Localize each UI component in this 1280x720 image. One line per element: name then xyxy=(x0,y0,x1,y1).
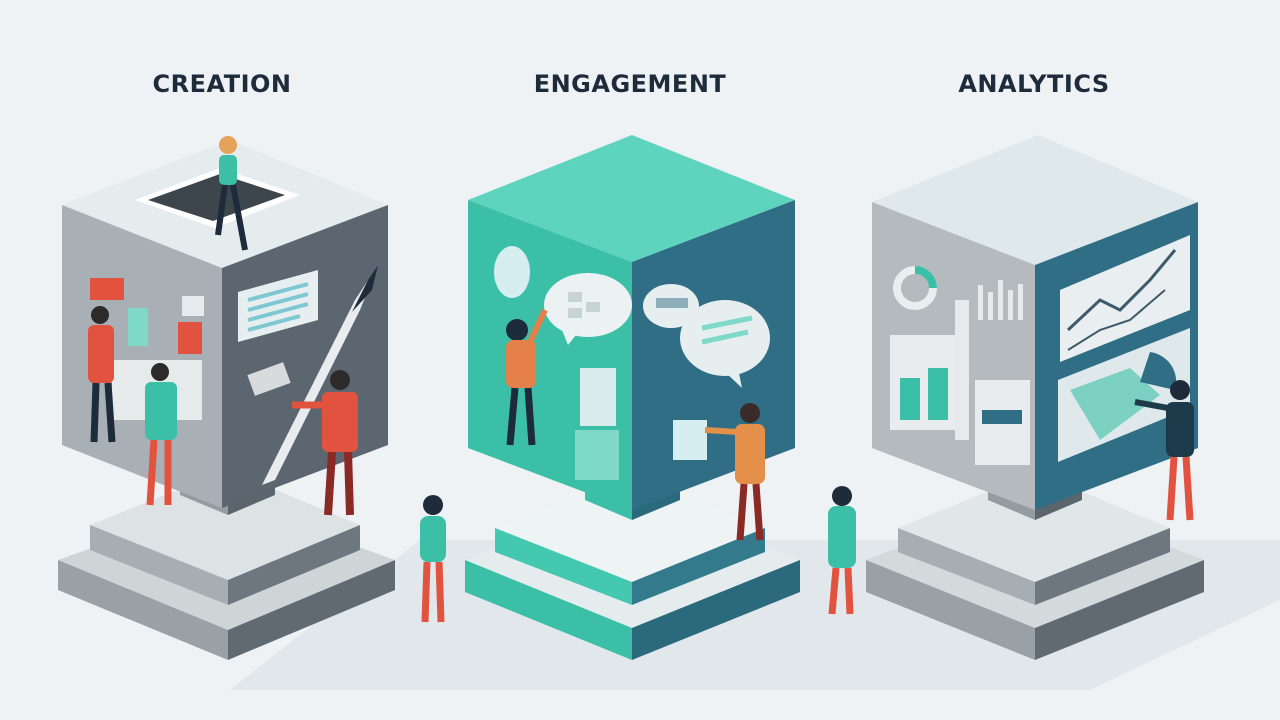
map-chart-icon xyxy=(1058,328,1190,462)
pillar-analytics xyxy=(866,135,1204,660)
message-bubble-icon xyxy=(680,300,770,388)
person-painter xyxy=(292,370,358,516)
cube-top xyxy=(872,135,1198,265)
person-walking-2 xyxy=(828,486,856,615)
person-analyst xyxy=(1134,380,1194,521)
tag-icon xyxy=(90,278,124,300)
chat-bubble-icon xyxy=(544,273,632,345)
image-card-icon xyxy=(178,322,202,354)
person-top xyxy=(215,136,248,251)
title-analytics: ANALYTICS xyxy=(958,70,1110,98)
line-chart-icon xyxy=(1060,235,1190,362)
pillar-engagement xyxy=(465,135,800,660)
person-right-2 xyxy=(704,403,765,541)
pillar-creation xyxy=(58,136,395,660)
title-engagement: ENGAGEMENT xyxy=(533,70,727,98)
pen-brush-icon xyxy=(247,265,378,485)
person-left xyxy=(88,306,116,443)
person-pointing xyxy=(506,308,548,446)
chart-icon xyxy=(890,300,1030,465)
doc-icon xyxy=(673,420,707,460)
bar-cluster-icon xyxy=(978,280,1023,320)
card-icon xyxy=(580,368,616,426)
mirror-icon xyxy=(494,246,530,298)
cube-top xyxy=(468,135,795,262)
person-middle xyxy=(145,363,177,506)
person-walking-1 xyxy=(420,495,446,623)
title-creation: CREATION xyxy=(152,70,292,98)
